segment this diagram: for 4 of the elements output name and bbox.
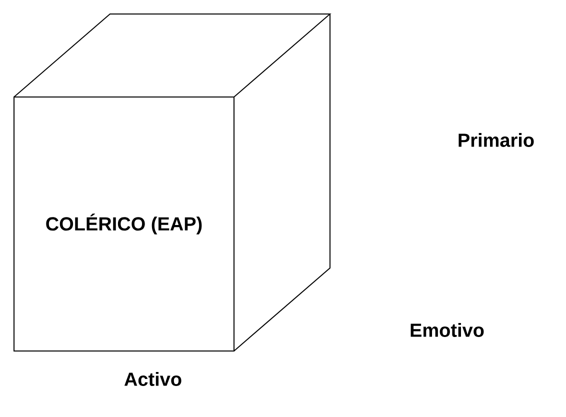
axis-label: Activo bbox=[124, 372, 182, 386]
cube-drawing: COLÉRICO (EAP) bbox=[14, 14, 332, 352]
axis-label: Emotivo bbox=[410, 323, 484, 337]
axis-label: Primario bbox=[458, 133, 534, 147]
